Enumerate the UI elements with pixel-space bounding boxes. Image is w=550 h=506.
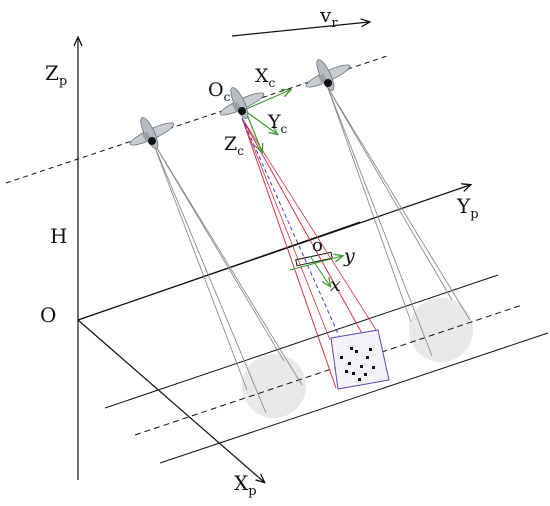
ray-right-d: [327, 87, 453, 301]
yc-axis: [243, 109, 277, 134]
label-image-o: o: [312, 235, 323, 256]
sensor-strip: [295, 251, 333, 267]
aircraft-left: [129, 117, 175, 149]
label-oc: Oc: [208, 79, 231, 104]
label-origin-o: O: [40, 303, 56, 327]
sight-rays: [151, 87, 471, 414]
ray-left-c: [151, 139, 267, 414]
ground-swath-lines: [104, 274, 549, 464]
ground-footprint-center: [330, 329, 390, 390]
xc-axis: [243, 90, 290, 111]
label-h: H: [50, 224, 67, 248]
ray-left-a: [151, 139, 248, 391]
camera-axes: [243, 90, 290, 152]
flight-path: [5, 22, 391, 184]
center-camera-rays: [241, 117, 389, 389]
y-image-axis: [289, 256, 342, 271]
aircraft-center: [219, 87, 265, 119]
velocity-arrow: [231, 22, 369, 37]
red-ray-left: [241, 117, 337, 389]
zc-axis: [245, 111, 262, 152]
ground-line-center-dashed: [134, 304, 523, 436]
footprint-frame: [330, 329, 390, 390]
xp-axis: [77, 319, 264, 482]
label-xp: Xp: [234, 471, 257, 499]
label-image-y: y: [343, 245, 355, 267]
aircraft-right: [305, 59, 351, 91]
label-zc: Zc: [224, 133, 244, 158]
image-plane-line: [77, 221, 361, 321]
label-image-x: x: [330, 274, 341, 296]
label-zp: Zp: [45, 61, 67, 89]
ground-footprints: [242, 298, 473, 418]
footprint-right: [409, 298, 473, 362]
ground-line-lower: [159, 332, 549, 464]
ray-right-c: [327, 87, 433, 357]
label-yc: Yc: [267, 111, 288, 136]
optical-axis-dashed: [241, 117, 353, 366]
label-yp: Yp: [456, 194, 479, 222]
ray-left-d: [151, 139, 285, 362]
ray-right-a: [327, 87, 412, 323]
red-ray-inner: [241, 117, 331, 341]
footprint-left: [242, 354, 306, 418]
label-vr: vr: [319, 3, 338, 31]
label-xc: Xc: [255, 65, 276, 90]
x-image-axis: [309, 255, 330, 286]
image-axes: [289, 255, 342, 286]
red-ray-inner-b: [241, 117, 379, 334]
ground-line-upper: [104, 274, 499, 409]
ray-right-b: [327, 87, 471, 321]
labels: Zp Yp Xp O H vr Oc Xc Yc Zc o y x: [40, 3, 479, 499]
image-plane: [77, 221, 361, 321]
ray-left-b: [151, 139, 303, 386]
ground-points: [340, 347, 375, 381]
